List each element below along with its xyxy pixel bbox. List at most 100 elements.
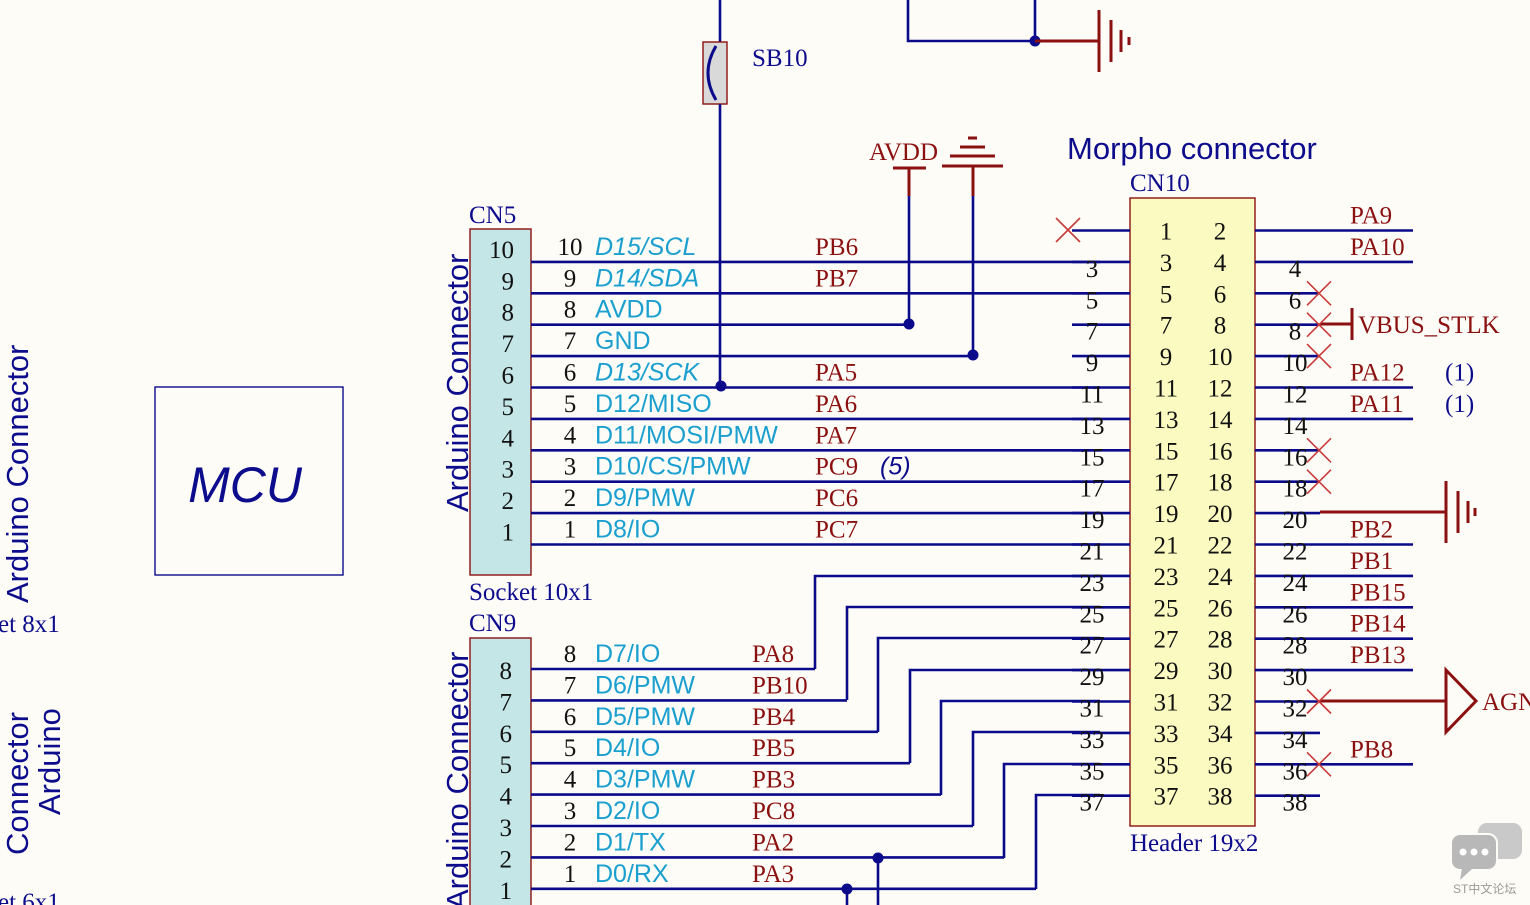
cn5-body-pin-1: 1 — [502, 520, 515, 547]
cn10-even-body-4: 4 — [1214, 250, 1227, 277]
junction-sb10-d13 — [715, 380, 727, 392]
cn9-ref: CN9 — [469, 610, 516, 637]
cn10-note-6: (1) — [1445, 391, 1474, 418]
cn10-odd-pin-17: 17 — [1080, 476, 1105, 503]
cn10-even-body-34: 34 — [1208, 721, 1234, 748]
cn5-body-pin-10: 10 — [489, 237, 514, 264]
cn10-even-pin-10: 10 — [1283, 350, 1308, 377]
cn10-odd-body-31: 31 — [1154, 690, 1179, 717]
cn10-even-body-30: 30 — [1208, 658, 1233, 685]
cn5-net-6: PA5 — [815, 360, 857, 387]
cn10-odd-body-9: 9 — [1160, 344, 1173, 371]
cn9-func-6: D5/PMW — [595, 703, 695, 731]
no-connect-icon — [1306, 343, 1332, 369]
cn5-body-pin-7: 7 — [502, 331, 515, 358]
cn10-even-pin-4: 4 — [1289, 256, 1302, 283]
cn10-odd-pin-13: 13 — [1080, 413, 1105, 440]
cn5-net-10: PB6 — [815, 234, 858, 261]
cn10-body[interactable] — [1129, 197, 1256, 827]
cn9-net-6: PB4 — [752, 704, 796, 731]
cn10-even-body-28: 28 — [1208, 627, 1233, 654]
cn5-pin-5: 5 — [564, 391, 577, 418]
cn5-pin-10: 10 — [558, 234, 583, 261]
cn10-heading: Morpho connector — [1067, 131, 1317, 166]
wire-pin31 — [939, 699, 1100, 795]
cn10-footprint: Header 19x2 — [1130, 830, 1258, 857]
cn9-net-8: PA8 — [752, 641, 794, 668]
cn9-body-pin-1: 1 — [500, 878, 513, 905]
cn9-pin-4: 4 — [564, 767, 577, 794]
cn10-even-body-24: 24 — [1208, 564, 1234, 591]
cn10-even-body-6: 6 — [1214, 281, 1227, 308]
cn10-net-PB8: PB8 — [1350, 736, 1393, 763]
cn10-even-body-2: 2 — [1214, 219, 1227, 246]
cn5-net-5: PA6 — [815, 391, 857, 418]
cn10-even-pin-26: 26 — [1283, 601, 1308, 628]
cn10-even-body-18: 18 — [1208, 470, 1233, 497]
sb10-jumper[interactable] — [702, 41, 728, 105]
cn9-pin-8: 8 — [564, 641, 577, 668]
cn10-even-pin-22: 22 — [1283, 539, 1308, 566]
cn5-pin-7: 7 — [564, 328, 577, 355]
cn10-odd-pin-23: 23 — [1080, 570, 1105, 597]
cn10-even-pin-8: 8 — [1289, 319, 1302, 346]
cn5-func-2: D9/PMW — [595, 484, 695, 512]
cn10-ref: CN10 — [1130, 170, 1190, 197]
cn10-even-pin-30: 30 — [1283, 664, 1308, 691]
cn5-net-2: PC6 — [815, 485, 858, 512]
cn9-body-pin-2: 2 — [500, 846, 513, 873]
forum-logo — [1450, 823, 1522, 880]
cn5-body-pin-5: 5 — [502, 394, 515, 421]
no-connect-icon — [1055, 217, 1081, 243]
cn9-title: Arduino Connector — [440, 652, 475, 905]
cn5-body[interactable] — [469, 228, 532, 576]
agnd-top-icon — [942, 136, 1003, 196]
cn10-even-pin-12: 12 — [1283, 382, 1308, 409]
cn9-net-7: PB10 — [752, 672, 808, 699]
cn10-even-pin-24: 24 — [1283, 570, 1309, 597]
cn10-odd-pin-31: 31 — [1080, 696, 1105, 723]
cn9-body-pin-8: 8 — [500, 658, 513, 685]
wire-pin33 — [971, 730, 1100, 826]
mcu-block[interactable] — [154, 386, 344, 576]
cn5-func-4: D11/MOSI/PMW — [595, 421, 778, 449]
cn10-odd-pin-9: 9 — [1086, 350, 1099, 377]
cn9-net-5: PB5 — [752, 735, 795, 762]
cn9-net-3: PC8 — [752, 798, 795, 825]
cn10-even-pin-36: 36 — [1283, 758, 1308, 785]
cn5-func-1: D8/IO — [595, 516, 660, 544]
vbus-label: VBUS_STLK — [1358, 312, 1500, 339]
cn10-even-pin-38: 38 — [1283, 790, 1308, 817]
cn9-pin-5: 5 — [564, 735, 577, 762]
cn10-odd-body-13: 13 — [1154, 407, 1179, 434]
cn9-func-5: D4/IO — [595, 734, 660, 762]
cn9-body-pin-4: 4 — [500, 784, 513, 811]
cn10-odd-body-37: 37 — [1154, 784, 1179, 811]
cn5-pin-8: 8 — [564, 297, 577, 324]
cn9-net-2: PA2 — [752, 829, 794, 856]
no-connect-icon — [1306, 469, 1332, 495]
cn10-even-body-38: 38 — [1208, 784, 1233, 811]
cn5-func-6: D13/SCK — [595, 359, 701, 387]
cn9-func-2: D1/TX — [595, 828, 666, 856]
cn9-body-pin-7: 7 — [500, 689, 513, 716]
cn10-odd-body-25: 25 — [1154, 595, 1179, 622]
cn5-pin-3: 3 — [564, 454, 577, 481]
wire-pin29 — [908, 668, 1100, 763]
cn9-body[interactable] — [469, 637, 532, 905]
cn10-odd-body-35: 35 — [1154, 752, 1179, 779]
left-connector2-title-a: Connector — [0, 712, 35, 855]
cn10-even-pin-16: 16 — [1283, 444, 1308, 471]
cn10-odd-body-29: 29 — [1154, 658, 1179, 685]
cn9-body-pin-3: 3 — [500, 815, 513, 842]
right-ground-icon — [1320, 481, 1477, 543]
no-connect-icon — [1306, 312, 1332, 338]
cn9-func-8: D7/IO — [595, 640, 660, 668]
cn10-odd-pin-35: 35 — [1080, 758, 1105, 785]
cn10-odd-pin-19: 19 — [1080, 507, 1105, 534]
left-connector2-title-b: Arduino — [32, 708, 67, 815]
cn10-odd-body-23: 23 — [1154, 564, 1179, 591]
cn5-body-pin-9: 9 — [502, 268, 515, 295]
cn5-note-3: (5) — [880, 453, 911, 481]
